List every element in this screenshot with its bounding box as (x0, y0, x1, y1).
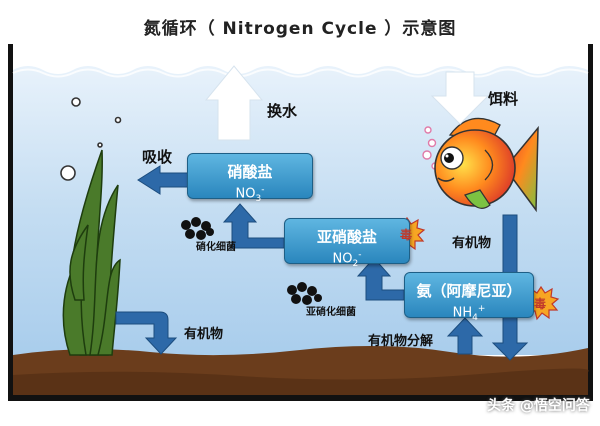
decompose-arrow (446, 317, 484, 355)
nitrate-box: 硝酸盐 NO3- (187, 153, 313, 204)
absorb-arrow (137, 165, 189, 195)
poison-label-1: 毒 (400, 228, 413, 242)
fish-icon (434, 117, 539, 213)
nitrite-box: 亚硝酸盐 NO2- (284, 218, 410, 269)
bubbles-left (60, 97, 122, 181)
ammonia-to-nitrite-arrow (356, 257, 405, 301)
nitrate-formula: NO3- (235, 185, 265, 204)
feed-arrow (430, 71, 490, 125)
ammonia-formula: NH4+ (452, 304, 486, 323)
organic-bottom-arrow (115, 311, 178, 355)
tank-walls (8, 44, 593, 401)
feed-label: 饵料 (488, 90, 519, 108)
nitrifying-bacteria-label: 硝化细菌 (196, 242, 236, 253)
soil-shade (13, 368, 590, 395)
organic-decompose-label: 有机物分解 (368, 334, 434, 349)
page-title: 氮循环（ Nitrogen Cycle ）示意图 (143, 19, 457, 39)
water-change-label: 换水 (267, 102, 298, 120)
nitrite-bacteria-icon (287, 282, 322, 305)
water-surface-highlight (12, 68, 589, 78)
water-change-arrow (204, 65, 264, 141)
ammonia-box: 氨（阿摩尼亚） NH4+ (404, 272, 534, 323)
organic-bottom-label: 有机物 (184, 327, 224, 342)
seaweed-icon (62, 149, 121, 356)
watermark: 头条 @悟空问答 (487, 398, 590, 414)
organic-right-label: 有机物 (452, 236, 492, 251)
nitrite-formula: NO2- (332, 250, 362, 269)
nitrite-to-nitrate-arrow (222, 203, 285, 249)
nitrifying-bacteria-icon (181, 217, 214, 240)
nitrite-name: 亚硝酸盐 (316, 228, 377, 246)
flow-arrows (115, 165, 529, 361)
poison-label-2: 毒 (534, 297, 547, 311)
ammonia-name: 氨（阿摩尼亚） (416, 282, 522, 300)
absorb-label: 吸收 (142, 148, 173, 166)
nitrate-name: 硝酸盐 (227, 163, 273, 181)
nitrite-bacteria-label: 亚硝化细菌 (306, 307, 356, 318)
